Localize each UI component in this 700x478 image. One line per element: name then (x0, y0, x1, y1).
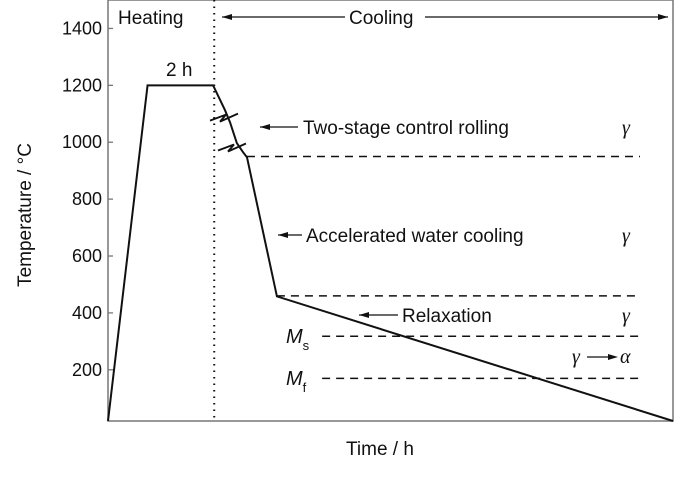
gamma-label-2: γ (622, 225, 631, 247)
gamma-label-4: γ (572, 346, 581, 368)
rolling-break-icon (209, 112, 239, 123)
cooling-label: Cooling (349, 8, 413, 29)
arrowhead-icon (608, 354, 618, 360)
arrowhead-icon (658, 14, 668, 20)
water-cooling-label: Accelerated water cooling (306, 226, 524, 247)
y-axis-label: Temperature / °C (15, 143, 36, 287)
y-tick-label: 200 (72, 360, 102, 380)
y-tick-label: 1200 (62, 75, 102, 95)
rolling-break-icon (217, 142, 247, 153)
x-axis-label: Time / h (346, 439, 414, 460)
temperature-curve (107, 84, 674, 422)
heating-label: Heating (118, 8, 184, 29)
y-tick-label: 600 (72, 246, 102, 266)
gamma-label-1: γ (622, 117, 631, 139)
y-tick-label: 800 (72, 189, 102, 209)
arrowhead-icon (278, 232, 288, 238)
relaxation-label: Relaxation (402, 306, 492, 327)
y-tick-label: 1000 (62, 132, 102, 152)
rolling-label: Two-stage control rolling (303, 118, 509, 139)
arrowhead-icon (222, 14, 232, 20)
gamma-label-3: γ (622, 305, 631, 327)
arrowhead-icon (359, 312, 369, 318)
hold-time-label: 2 h (166, 60, 192, 81)
arrowhead-icon (260, 124, 270, 130)
y-tick-label: 400 (72, 303, 102, 323)
alpha-label: α (620, 346, 631, 368)
plot-frame (107, 0, 674, 422)
y-tick-label: 1400 (62, 18, 102, 38)
ms-label: Ms (286, 326, 310, 353)
mf-label: Mf (286, 368, 307, 395)
